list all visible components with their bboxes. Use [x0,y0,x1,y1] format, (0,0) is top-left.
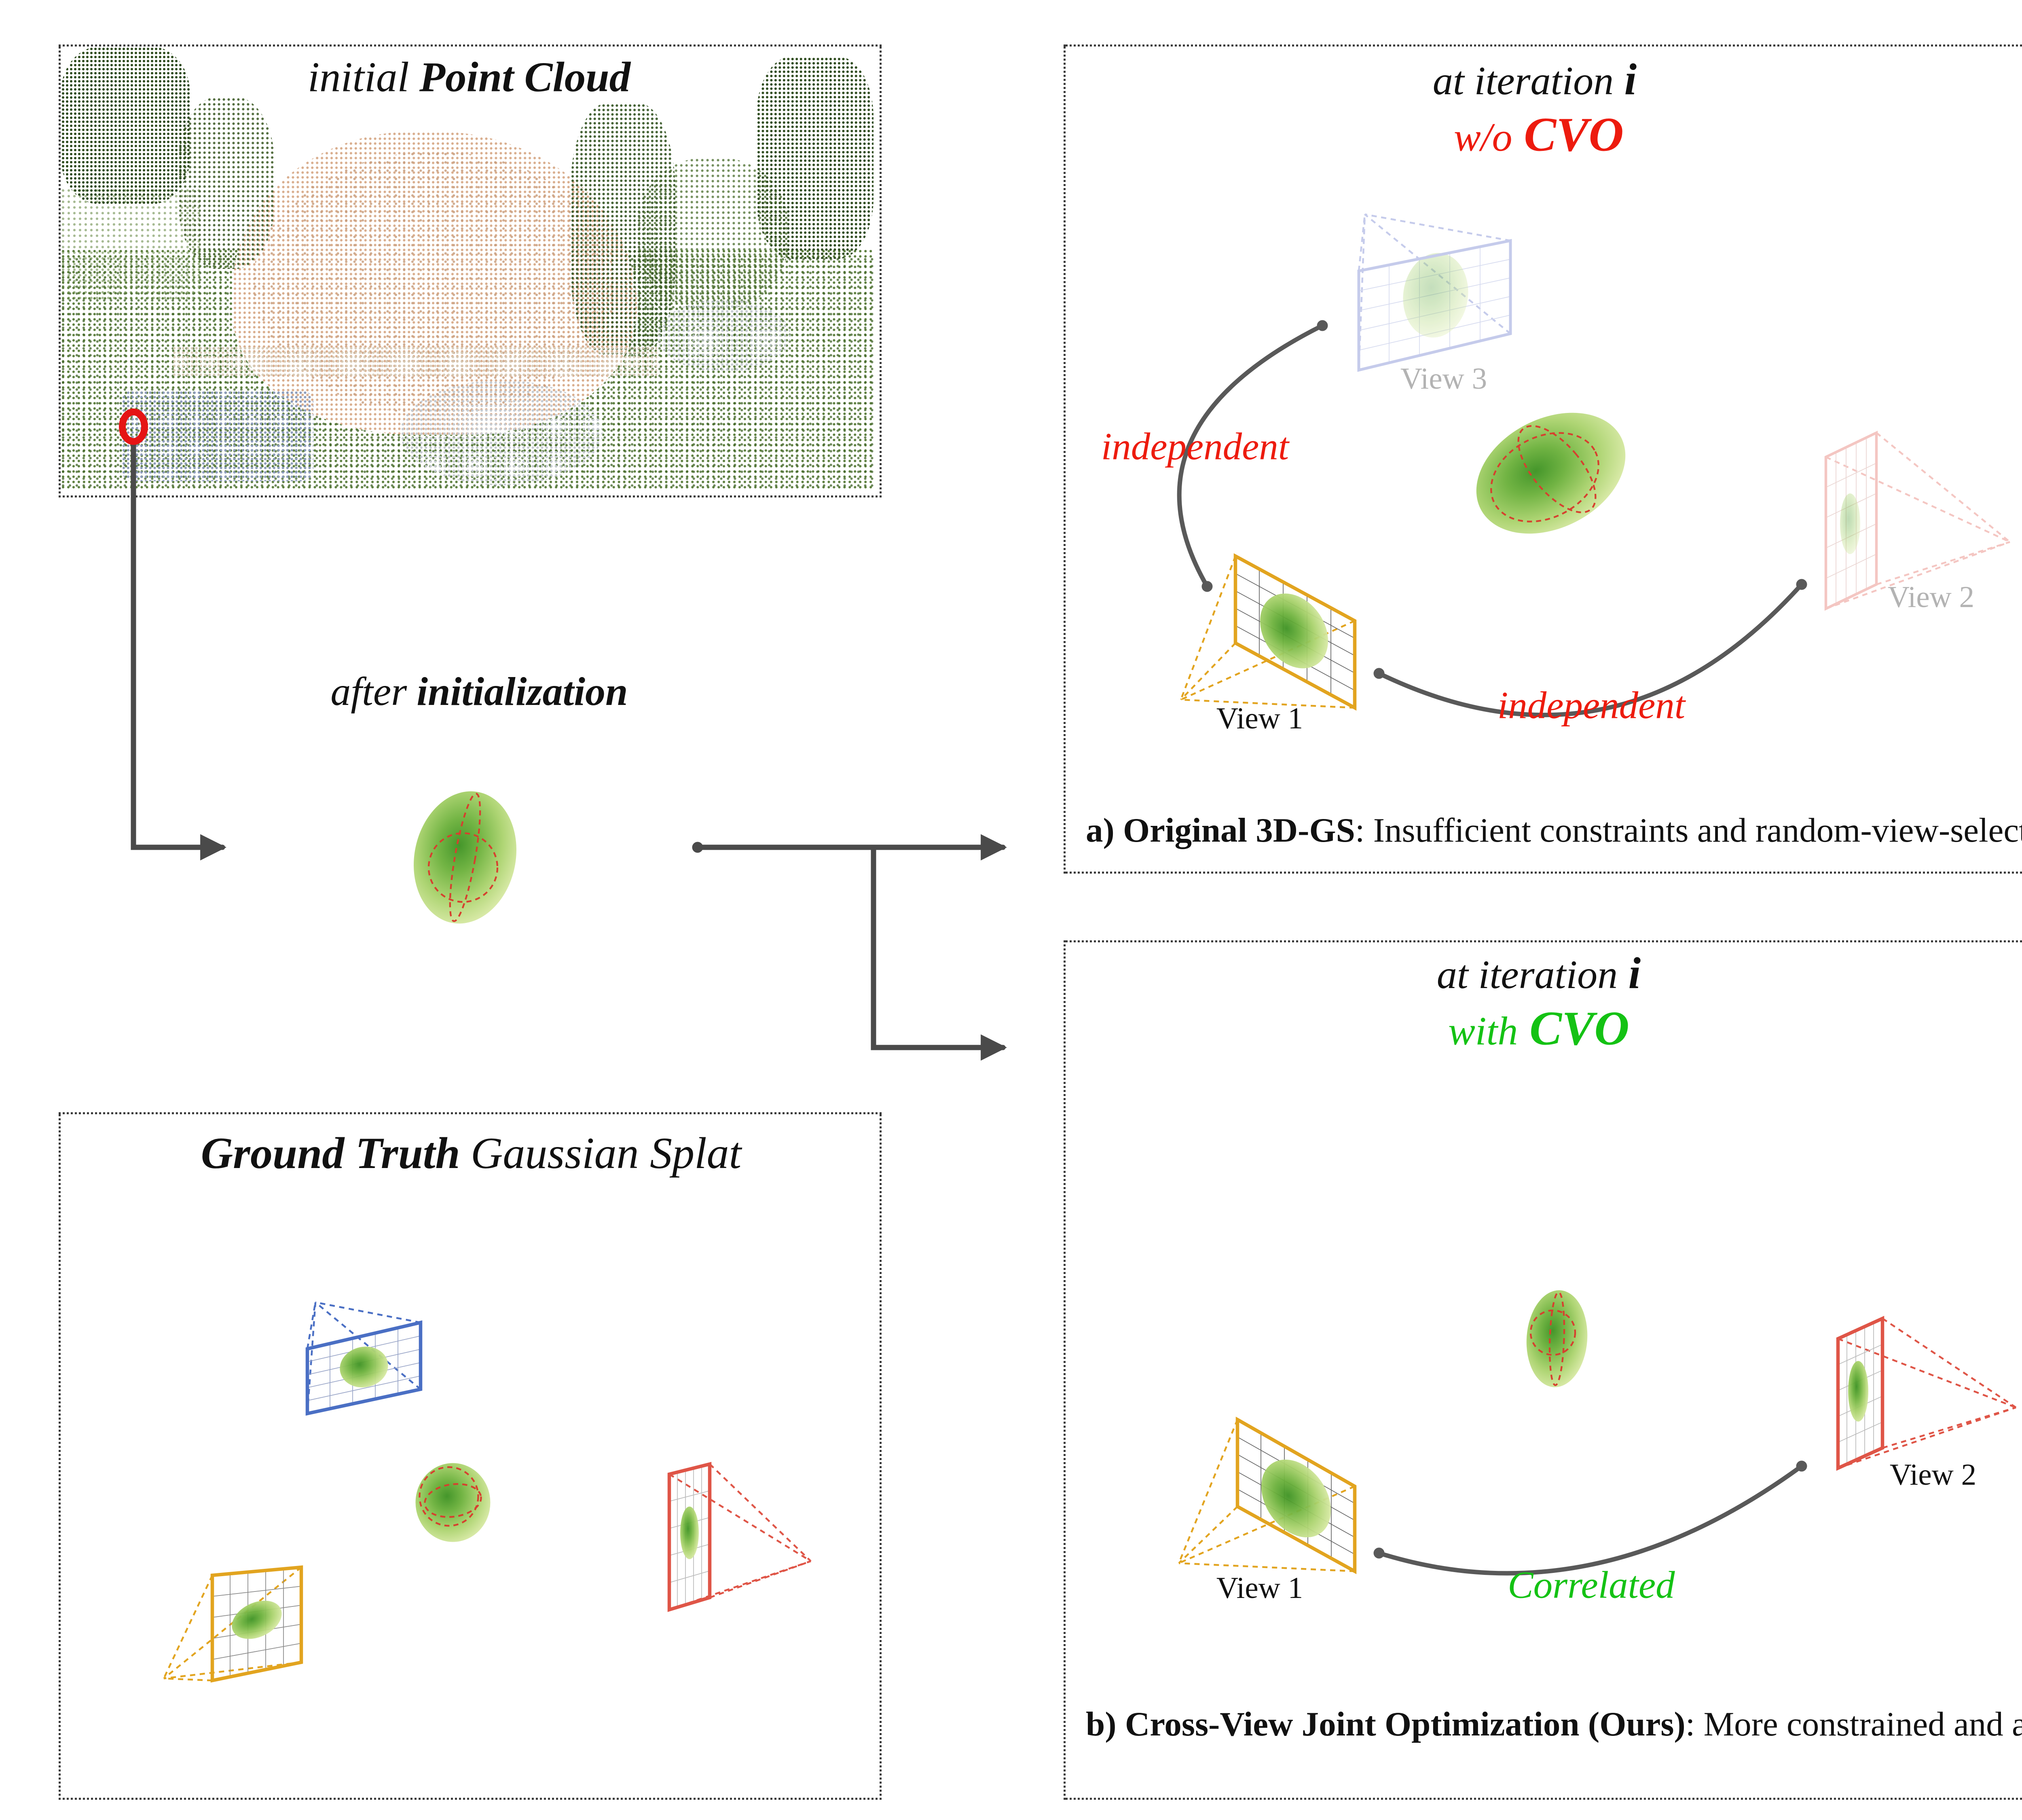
point-cloud-title-bold: Point Cloud [419,53,631,102]
caption-a-rest: : Insufficient constraints and random-vi… [1355,811,2022,850]
view1-label-b: View 1 [1216,1574,1303,1606]
caption-b-rest: : More constrained and accurate gaussian… [1685,1705,2022,1744]
point-cloud-bush-right [637,158,789,309]
point-cloud-image [61,47,874,489]
point-cloud-ground-strip [172,346,657,378]
independent-label-left: independent [1101,427,1289,470]
camera-view2-b-left [1836,1316,2017,1471]
caption-a: a) Original 3D-GS: Insufficient constrai… [1086,813,2022,849]
point-cloud-highlight-circle [119,408,148,445]
gaussian-panel-b-center [1526,1290,1588,1387]
gaussian-to-panel-a-arrow [692,834,1007,861]
correlated-label-left: Correlated [1508,1565,1675,1608]
gt-camera-red [667,1462,812,1612]
caption-b-bold: b) Cross-View Joint Optimization (Ours) [1086,1705,1686,1744]
subheader-prefix: with [1448,1010,1518,1055]
camera-view3-a-faded [1357,213,1512,372]
view2-label-a: View 2 [1887,583,1975,616]
independent-label-bottom: independent [1497,686,1686,728]
gt-camera-orange [163,1565,303,1683]
ground-truth-panel [59,1112,882,1800]
subheader-emph: CVO [1524,110,1624,163]
header-prefix: at iteration [1436,953,1618,998]
point-cloud-bench [121,390,313,481]
header-prefix: at iteration [1432,59,1614,104]
camera-view1-a [1180,553,1357,711]
panel-b-cvo-ours [1064,940,2022,1800]
gaussian-to-panel-b-arrow [871,844,1007,1061]
panel-a-subheader-wo-cvo-left: w/o CVO [1453,110,1624,163]
gaussian-ground-truth [415,1463,491,1542]
view2-label-b-left: View 2 [1889,1460,1977,1493]
view3-label-a: View 3 [1400,364,1487,397]
caption-a-bold: a) Original 3D-GS [1086,811,1355,850]
pointcloud-to-gaussian-arrow [131,440,227,861]
camera-view2-a-faded [1824,430,2011,611]
header-emph: i [1624,53,1637,104]
after-init-title-italic: after [330,671,407,715]
point-cloud-tree-topleft [61,47,190,204]
independent-curve-view2 [1373,579,1807,717]
ground-truth-title-bold: Ground Truth [201,1127,460,1178]
gaussian-panel-a-center [1476,413,1626,534]
after-init-title-bold: initialization [417,671,628,715]
point-cloud-tree-left [178,97,275,269]
point-cloud-path [400,380,603,485]
panel-a-original-3dgs [1064,44,2022,874]
subheader-prefix: w/o [1453,116,1512,161]
subheader-emph: CVO [1529,1004,1629,1057]
correlated-curve-left [1373,1460,1807,1576]
ground-truth-title-italic: Gaussian Splat [470,1127,742,1178]
point-cloud-path-far [657,299,791,372]
independent-curve-view3 [1177,320,1328,592]
initial-point-cloud-panel [59,44,882,497]
caption-b: b) Cross-View Joint Optimization (Ours):… [1086,1705,2022,1744]
gaussian-after-init [414,791,516,924]
camera-view1-b [1178,1416,1357,1575]
header-emph: i [1628,947,1641,998]
gt-camera-blue [305,1301,423,1416]
view1-label-a: View 1 [1216,704,1303,737]
point-cloud-title-italic: initial [307,53,409,102]
